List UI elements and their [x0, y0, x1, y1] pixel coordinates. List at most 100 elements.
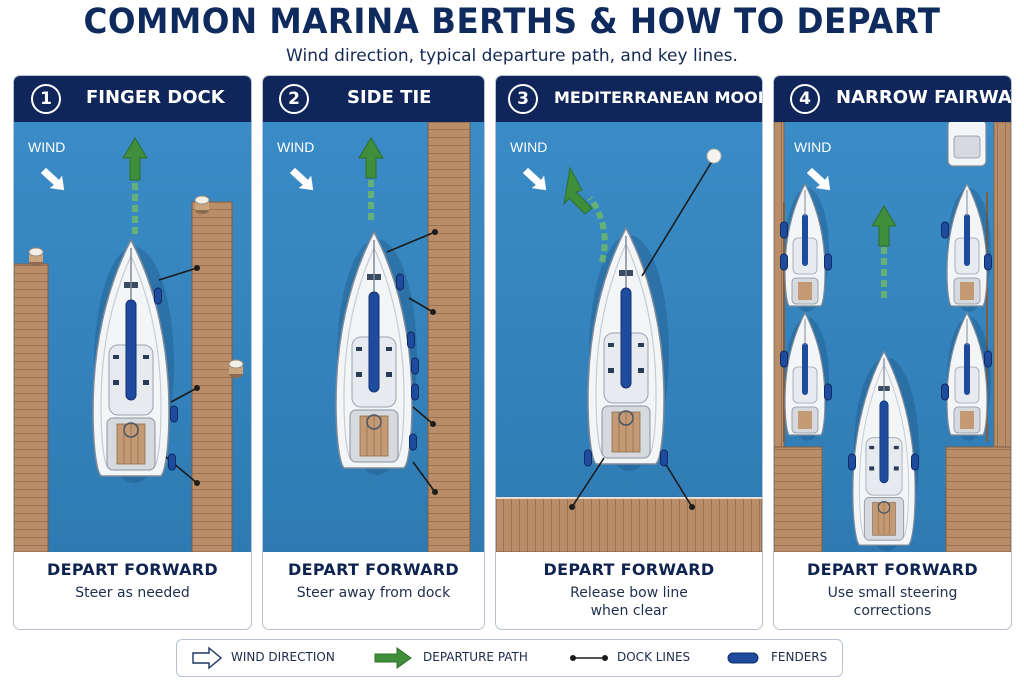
fender-icon [409, 433, 417, 451]
panel-detail-line: when clear [590, 603, 668, 619]
departure-path [587, 196, 608, 263]
panel-detail-line: Steer as needed [75, 585, 190, 601]
panel-caption: DEPART FORWARD Release bow line when cle… [496, 560, 762, 620]
fender-icon [780, 221, 788, 239]
panel-detail: Steer away from dock [263, 584, 484, 602]
narrow-fairway-diagram: WIND [774, 122, 1011, 552]
panel-narrow-fairway: 4 NARROW FAIRWAY WIND [773, 75, 1012, 630]
fender-icon [407, 331, 415, 349]
panel-header: 4 NARROW FAIRWAY [774, 76, 1011, 122]
cleat-icon [432, 229, 438, 235]
panel-action: DEPART FORWARD [543, 560, 715, 579]
fender-icon [660, 449, 668, 467]
fender-icon [411, 383, 419, 401]
fender-icon [941, 221, 949, 239]
fender-icon [154, 287, 162, 305]
fender-icon [984, 350, 992, 368]
bollard-icon [194, 195, 210, 215]
panel-detail-line: Release bow line [570, 585, 688, 601]
fender-icon [411, 357, 419, 375]
departure-path-arrow-icon [122, 137, 148, 181]
fender-icon [911, 453, 919, 471]
legend-label: WIND DIRECTION [231, 650, 335, 664]
departure-path-arrow-icon [374, 647, 412, 669]
dock-line [412, 461, 436, 493]
panel-header: 3 MEDITERRANEAN MOORING [496, 76, 762, 122]
fender-icon [848, 453, 856, 471]
fender-icon [584, 449, 592, 467]
fender-icon [396, 273, 404, 291]
panel-number: 3 [508, 84, 538, 114]
legend-label: DOCK LINES [617, 650, 691, 664]
legend-item-departure: DEPARTURE PATH [373, 640, 543, 676]
cleat-icon [569, 504, 575, 510]
dock-line [170, 387, 198, 403]
cleat-icon [432, 489, 438, 495]
panel-detail-line: Use small steering [827, 585, 958, 601]
wind-label: WIND [277, 139, 314, 155]
panel-title: FINGER DOCK [86, 87, 225, 108]
moored-boat-stern-icon [947, 122, 987, 167]
cleat-icon [430, 309, 436, 315]
fender-icon [984, 253, 992, 271]
panel-detail: Steer as needed [14, 584, 251, 602]
dock-line-icon [570, 655, 608, 661]
departure-path-arrow-icon [871, 205, 897, 247]
page-title: COMMON MARINA BERTHS & HOW TO DEPART [83, 2, 941, 42]
legend-label: DEPARTURE PATH [423, 650, 528, 664]
legend-label: FENDERS [771, 650, 828, 664]
cleat-icon [689, 504, 695, 510]
cleat-icon [194, 480, 200, 486]
fender-icon [780, 350, 788, 368]
cleat-icon [194, 385, 200, 391]
dock-line [412, 406, 434, 425]
panel-action: DEPART FORWARD [288, 560, 459, 579]
mooring-buoy-icon [706, 148, 722, 164]
fender-icon [824, 253, 832, 271]
page-subtitle: Wind direction, typical departure path, … [286, 46, 738, 66]
panel-header: 2 SIDE TIE [263, 76, 484, 122]
bollard-icon [28, 247, 44, 267]
cleat-icon [430, 421, 436, 427]
dock-line [571, 457, 605, 508]
cleat-icon [194, 265, 200, 271]
panel-action: DEPART FORWARD [47, 560, 218, 579]
legend: WIND DIRECTION DEPARTURE PATH DOCK LINES… [176, 639, 843, 677]
wind-direction-arrow-icon [192, 646, 223, 670]
panel-title: MEDITERRANEAN MOORING [554, 88, 762, 107]
panel-detail: Use small steering corrections [774, 584, 1011, 620]
panel-title: SIDE TIE [347, 87, 432, 108]
departure-path-arrow-icon [358, 137, 384, 179]
panel-action: DEPART FORWARD [807, 560, 978, 579]
dock-line [408, 297, 434, 313]
panel-number: 1 [31, 84, 61, 114]
legend-item-wind: WIND DIRECTION [191, 640, 341, 676]
fender-icon [168, 453, 176, 471]
panel-detail-line: Steer away from dock [296, 585, 451, 601]
fender-icon [941, 383, 949, 401]
dock-line [386, 231, 436, 253]
panel-finger-dock: 1 FINGER DOCK WIND DEPART FORWARD Steer … [13, 75, 252, 630]
dock-line [661, 457, 693, 508]
wind-label: WIND [510, 139, 547, 155]
panel-number: 4 [790, 84, 820, 114]
wind-label: WIND [28, 139, 65, 155]
fender-icon [824, 383, 832, 401]
panel-detail: Release bow line when clear [496, 584, 762, 620]
panel-side-tie: 2 SIDE TIE WIND DEPART FORWARD Steer awa… [262, 75, 485, 630]
mediterranean-mooring-diagram: WIND [496, 122, 762, 552]
side-tie-diagram: WIND [263, 122, 484, 552]
panel-caption: DEPART FORWARD Steer as needed [14, 560, 251, 602]
legend-item-dock-lines: DOCK LINES [569, 640, 709, 676]
panel-caption: DEPART FORWARD Use small steering correc… [774, 560, 1011, 620]
departure-path-arrow-icon [563, 166, 593, 215]
fender-icon [780, 253, 788, 271]
bollard-icon [228, 359, 244, 379]
legend-item-fenders: FENDERS [725, 640, 835, 676]
panel-number: 2 [279, 84, 309, 114]
wind-label: WIND [794, 139, 831, 155]
panel-title: NARROW FAIRWAY [836, 87, 1012, 108]
panel-header: 1 FINGER DOCK [14, 76, 251, 122]
fender-icon [727, 652, 759, 664]
dock-line [158, 267, 198, 281]
